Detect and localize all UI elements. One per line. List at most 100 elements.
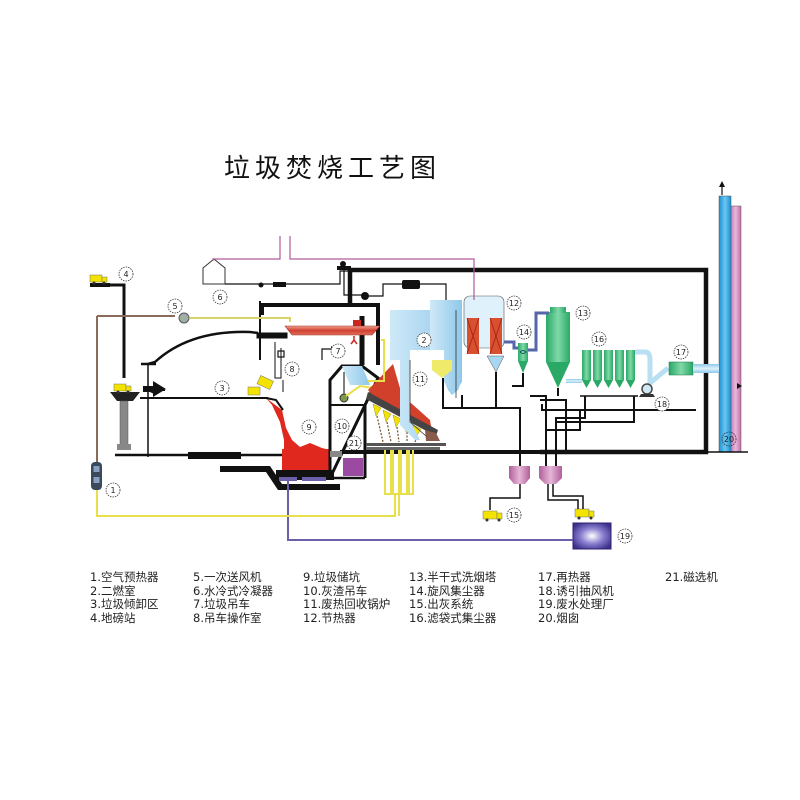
marker-9: 9 bbox=[301, 419, 317, 435]
marker-13: 13 bbox=[575, 305, 591, 321]
tipping-hall-roof bbox=[147, 330, 259, 366]
flue-duct-to-chimney bbox=[693, 364, 719, 373]
waste-crane-bridge bbox=[284, 325, 381, 336]
steam-main-pipe bbox=[289, 236, 475, 300]
legend-column-4: 13.半干式洗烟塔 14.旋风集尘器 15.出灰系统 16.滤袋式集尘器 bbox=[409, 570, 497, 625]
steam-drum-header bbox=[337, 266, 351, 270]
steam-vent-pipe bbox=[212, 236, 281, 261]
cyclone-swirl-icon bbox=[519, 350, 527, 354]
waste-pit-floor bbox=[276, 470, 334, 480]
ash-discharge bbox=[425, 430, 440, 441]
marker-5: 5 bbox=[167, 298, 183, 314]
tipping-truck-icon bbox=[247, 375, 274, 396]
crane-cab-window bbox=[277, 350, 285, 358]
legend-item: 18.诱引抽风机 bbox=[538, 583, 614, 598]
legend-item: 2.二燃室 bbox=[90, 583, 136, 598]
chimney bbox=[706, 181, 748, 453]
feedwater-pump-icon bbox=[361, 292, 369, 300]
marker-11: 11 bbox=[412, 371, 428, 387]
leachate-pipe bbox=[287, 480, 573, 541]
ash-silo bbox=[509, 466, 530, 484]
legend-item: 8.吊车操作室 bbox=[193, 610, 262, 625]
marker-label: 12 bbox=[509, 299, 519, 308]
marker-label: 4 bbox=[123, 270, 128, 279]
legend-column-2: 5.一次送风机 6.水冷式冷凝器 7.垃圾吊车 8.吊车操作室 bbox=[193, 570, 273, 625]
marker-15: 15 bbox=[506, 507, 522, 523]
marker-circle bbox=[284, 361, 300, 377]
boiler-pass bbox=[430, 300, 462, 394]
marker-circle bbox=[330, 343, 346, 359]
marker-label: 21 bbox=[349, 439, 359, 448]
legend-item: 21.磁选机 bbox=[665, 570, 718, 584]
marker-label: 9 bbox=[306, 423, 311, 432]
flue-duct bbox=[648, 366, 670, 385]
marker-label: 6 bbox=[217, 293, 222, 302]
marker-circle bbox=[516, 324, 532, 340]
waste-pit-chute bbox=[265, 397, 284, 411]
reheater bbox=[668, 361, 694, 376]
grate-base-lower bbox=[366, 447, 440, 450]
legend-item: 11.废热回收锅炉 bbox=[303, 597, 391, 611]
legend-column-6: 21.磁选机 bbox=[665, 570, 718, 585]
legend-item: 7.垃圾吊车 bbox=[193, 597, 250, 611]
marker-circle bbox=[673, 344, 689, 360]
economizer-coil-cross bbox=[466, 317, 503, 355]
legend-item: 10.灰渣吊车 bbox=[303, 583, 368, 598]
primary-air-manifold bbox=[384, 450, 414, 516]
marker-label: 3 bbox=[219, 384, 224, 393]
scrubber-top bbox=[550, 307, 566, 313]
marker-label: 11 bbox=[415, 375, 425, 384]
scrubber-tower bbox=[546, 312, 570, 362]
marker-label: 7 bbox=[335, 347, 340, 356]
legend-item: 1.空气预热器 bbox=[90, 570, 159, 584]
chimney-side-arrow-icon bbox=[737, 383, 742, 389]
ash-pit-foundation bbox=[220, 466, 340, 490]
marker-1: 1 bbox=[105, 482, 121, 498]
marker-circle bbox=[506, 507, 522, 523]
marker-16: 16 bbox=[591, 331, 607, 347]
condenser-building bbox=[202, 258, 226, 285]
weighbridge-road bbox=[110, 283, 126, 378]
crane-bay-wall bbox=[260, 303, 380, 365]
marker-circle bbox=[105, 482, 121, 498]
fan-base bbox=[639, 394, 655, 397]
marker-20: 20 bbox=[721, 431, 737, 447]
marker-circle bbox=[301, 419, 317, 435]
wastewater-treatment-plant bbox=[572, 522, 612, 550]
ground-slab bbox=[188, 452, 241, 459]
marker-10: 10 bbox=[334, 418, 350, 434]
air-preheater-cell bbox=[93, 466, 100, 472]
legend-item: 6.水冷式冷凝器 bbox=[193, 583, 273, 598]
marker-label: 5 bbox=[172, 302, 177, 311]
ash-discharge-pipe bbox=[552, 484, 584, 509]
marker-8: 8 bbox=[284, 361, 300, 377]
marker-18: 18 bbox=[654, 396, 670, 412]
waste-pit-fill bbox=[282, 449, 330, 471]
weighbridge-column bbox=[119, 400, 129, 447]
flue-duct bbox=[566, 379, 582, 383]
boiler-ash-hopper bbox=[432, 360, 452, 378]
flue-duct bbox=[504, 340, 518, 350]
marker-label: 1 bbox=[110, 486, 115, 495]
deaerator-tank bbox=[402, 280, 420, 289]
feed-hopper bbox=[342, 366, 370, 385]
air-duct bbox=[345, 384, 375, 397]
feedwater-pipe bbox=[420, 283, 447, 300]
magnetic-separator-bin bbox=[343, 458, 363, 476]
marker-12: 12 bbox=[506, 295, 522, 311]
hot-air-duct bbox=[96, 490, 396, 517]
leachate-drain bbox=[302, 477, 326, 481]
marker-label: 15 bbox=[509, 511, 519, 520]
marker-circle bbox=[506, 295, 522, 311]
steam-valve-icon bbox=[340, 261, 346, 267]
legend-item: 16.滤袋式集尘器 bbox=[409, 610, 497, 625]
legend-item: 20.烟囱 bbox=[538, 610, 580, 625]
scrubber-cone bbox=[546, 362, 570, 388]
legend-item: 4.地磅站 bbox=[90, 610, 136, 625]
weighbridge-platform bbox=[90, 283, 110, 287]
marker-3: 3 bbox=[214, 380, 230, 396]
marker-circle bbox=[654, 396, 670, 412]
crane-trolley bbox=[353, 320, 361, 326]
legend-item: 17.再热器 bbox=[538, 570, 591, 584]
